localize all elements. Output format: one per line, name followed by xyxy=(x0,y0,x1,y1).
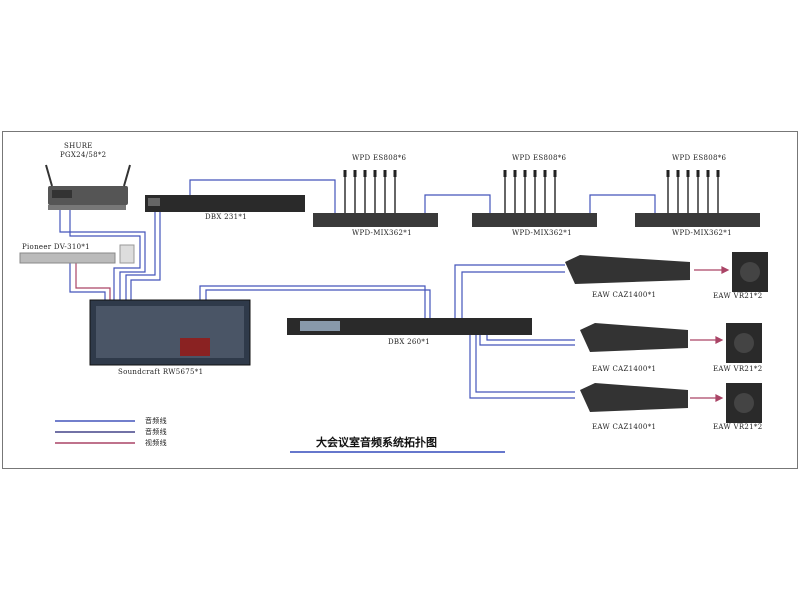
wpd-mix362-label-3: WPD-MIX362*1 xyxy=(672,229,732,237)
speaker-cables xyxy=(690,266,730,402)
mic-head xyxy=(383,170,387,177)
shure-receiver xyxy=(45,164,131,210)
speaker-label-3: EAW VR21*2 xyxy=(713,423,763,431)
amp-label-3: EAW CAZ1400*1 xyxy=(592,423,657,431)
pioneer-label: Pioneer DV-310*1 xyxy=(22,243,90,251)
speaker-label-2: EAW VR21*2 xyxy=(713,365,763,373)
speaker-label-1: EAW VR21*2 xyxy=(713,292,763,300)
eaw-amplifiers xyxy=(565,255,690,412)
legend-lines xyxy=(55,420,135,444)
legend-label-2: 音频线 xyxy=(145,428,167,436)
pioneer-dvd-player xyxy=(19,244,135,264)
mic-head xyxy=(543,170,547,177)
mic-head xyxy=(696,170,700,177)
shure-label-line1: SHURE xyxy=(64,142,93,150)
dbx231-equalizer xyxy=(145,195,305,212)
legend-label-3: 视频线 xyxy=(145,439,167,447)
mic-head xyxy=(373,170,377,177)
mic-head xyxy=(533,170,537,177)
mic-head xyxy=(513,170,517,177)
wpd-mix362-label-1: WPD-MIX362*1 xyxy=(352,229,412,237)
wpd-mix362-units xyxy=(313,213,760,227)
dbx231-label: DBX 231*1 xyxy=(205,213,247,221)
dbx260-processor xyxy=(287,318,532,335)
soundcraft-label: Soundcraft RW5675*1 xyxy=(118,368,204,376)
connection-lines xyxy=(59,179,656,399)
diagram-title: 大会议室音频系统拓扑图 xyxy=(316,436,437,449)
shure-label-line2: PGX24/58*2 xyxy=(60,151,107,159)
wpd-mix362-label-2: WPD-MIX362*1 xyxy=(512,229,572,237)
wpd-es808-label-2: WPD ES808*6 xyxy=(512,154,567,162)
mic-head xyxy=(706,170,710,177)
mic-head xyxy=(716,170,720,177)
mic-head xyxy=(353,170,357,177)
legend-label-1: 音频线 xyxy=(145,417,167,425)
wpd-es808-label-1: WPD ES808*6 xyxy=(352,154,407,162)
mic-head xyxy=(676,170,680,177)
mic-head xyxy=(666,170,670,177)
dbx260-label: DBX 260*1 xyxy=(388,338,430,346)
mic-head xyxy=(343,170,347,177)
wpd-es808-mic-groups xyxy=(343,170,720,213)
amp-label-1: EAW CAZ1400*1 xyxy=(592,291,657,299)
eaw-speakers xyxy=(726,252,768,423)
soundcraft-mixer xyxy=(89,299,251,366)
mic-head xyxy=(686,170,690,177)
mic-head xyxy=(363,170,367,177)
amp-label-2: EAW CAZ1400*1 xyxy=(592,365,657,373)
wpd-es808-label-3: WPD ES808*6 xyxy=(672,154,727,162)
mic-head xyxy=(553,170,557,177)
mic-head xyxy=(523,170,527,177)
mic-head xyxy=(393,170,397,177)
mic-head xyxy=(503,170,507,177)
